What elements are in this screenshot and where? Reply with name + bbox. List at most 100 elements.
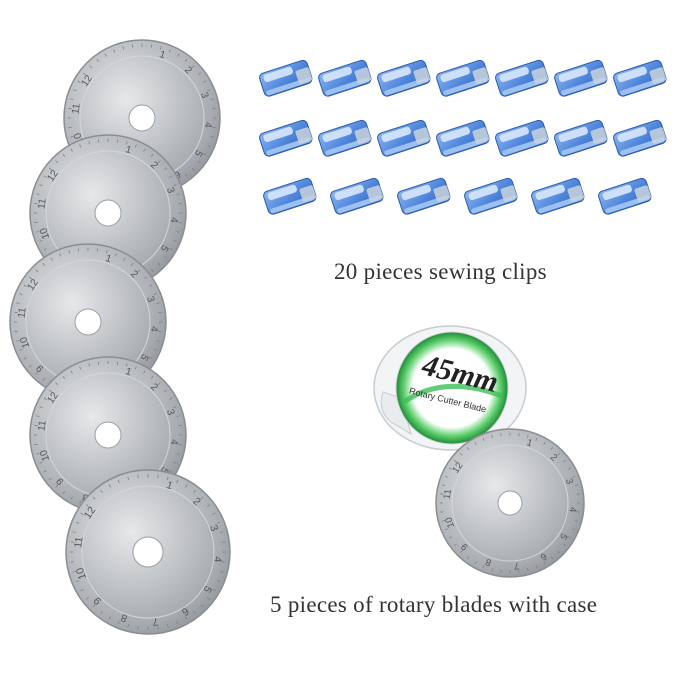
dial-number: 6	[538, 550, 548, 562]
dial-tick	[73, 89, 77, 92]
dial-tick	[62, 153, 66, 157]
dial-number: 1	[525, 437, 533, 449]
dial-number: 3	[164, 408, 176, 417]
dial-tick	[173, 461, 177, 464]
dial-tick	[70, 148, 73, 152]
dial-number: 9	[459, 541, 471, 552]
dial-tick	[55, 484, 59, 488]
dial-tick	[137, 269, 141, 273]
dial-tick	[79, 144, 82, 148]
dial-tick	[35, 269, 39, 273]
dial-tick	[177, 53, 180, 57]
dial-number: 3	[198, 91, 210, 100]
dial-tick	[134, 366, 137, 370]
dial-tick	[16, 302, 20, 304]
sewing-clip	[377, 119, 431, 157]
dial-tick	[149, 357, 153, 360]
dial-tick	[68, 250, 70, 254]
sewing-clip	[495, 59, 549, 97]
sewing-clip	[318, 119, 372, 157]
dial-number: 4	[567, 506, 579, 513]
dial-tick	[126, 141, 128, 145]
dial-tick	[48, 167, 52, 171]
dial-tick	[117, 620, 120, 625]
dial-tick	[210, 98, 214, 100]
dial-tick	[166, 623, 169, 628]
dial-number: 4	[211, 556, 224, 563]
dial-tick	[460, 550, 463, 553]
dial-number: 12	[450, 460, 465, 475]
dial-tick	[168, 49, 171, 53]
dial-tick	[42, 262, 46, 266]
dial-tick	[169, 175, 173, 178]
dial-number: 5	[557, 531, 569, 541]
dial-number: 2	[148, 160, 160, 172]
dial-tick	[212, 588, 216, 592]
dial-tick	[557, 453, 560, 456]
dial-tick	[130, 262, 134, 266]
dial-number: 6	[179, 605, 190, 618]
dial-tick	[221, 541, 226, 543]
dial-number: 2	[548, 452, 559, 464]
dial-tick	[527, 567, 529, 572]
dial-number: 7	[513, 560, 519, 571]
dial-tick	[453, 459, 457, 463]
sewing-clip	[436, 59, 490, 97]
dial-tick	[184, 174, 188, 178]
dial-tick	[153, 293, 157, 296]
dial-tick	[104, 53, 107, 57]
dial-tick	[43, 397, 47, 400]
rotary-blades-caption: 5 pieces of rotary blades with case	[270, 592, 598, 617]
dial-tick	[176, 453, 180, 455]
dial-tick	[184, 616, 188, 620]
dial-tick	[212, 512, 216, 516]
dial-number: 9	[54, 475, 66, 487]
dial-number: 1	[124, 366, 133, 378]
dial-tick	[79, 366, 82, 370]
dial-number: 4	[168, 217, 180, 224]
dial-tick	[207, 89, 211, 92]
dial-tick	[36, 415, 40, 417]
dial-number: 5	[158, 465, 171, 476]
dial-number: 10	[38, 226, 52, 240]
dial-tick	[203, 153, 207, 156]
dial-tick	[80, 588, 84, 592]
dial-number: 10	[18, 335, 32, 349]
dial-tick	[198, 72, 202, 76]
dial-tick	[43, 248, 47, 251]
dial-tick	[563, 543, 567, 547]
dial-number: 4	[148, 326, 160, 333]
dial-tick	[23, 284, 27, 287]
dial-tick	[72, 570, 77, 573]
dial-tick	[123, 257, 126, 261]
dial-tick	[157, 625, 159, 630]
dial-tick	[96, 58, 100, 62]
dial-tick	[39, 239, 43, 242]
dial-number: 4	[168, 439, 180, 446]
dial-tick	[43, 175, 47, 178]
dial-number: 5	[192, 148, 205, 159]
dial-tick	[122, 46, 124, 50]
sewing-clip	[598, 177, 652, 215]
dial-tick	[42, 378, 46, 382]
dial-tick	[574, 520, 579, 522]
dial-number: 10	[74, 566, 89, 581]
dial-number: 9	[34, 362, 46, 374]
dial-tick	[184, 484, 188, 488]
dial-number: 5	[138, 352, 151, 363]
sewing-clip	[259, 119, 313, 157]
sewing-clips-grid	[259, 59, 667, 215]
dial-number: 1	[124, 144, 133, 156]
dial-tick	[543, 561, 546, 565]
dial-number: 1	[165, 479, 174, 492]
dial-number: 11	[16, 307, 28, 319]
dial-tick	[210, 136, 214, 138]
dial-tick	[150, 269, 154, 273]
dial-number: 8	[119, 611, 129, 624]
dial-tick	[444, 528, 448, 531]
dial-tick	[200, 604, 204, 608]
sewing-clip	[397, 177, 451, 215]
dial-tick	[70, 370, 73, 374]
dial-number: 3	[207, 523, 220, 533]
dial-tick	[35, 371, 39, 375]
